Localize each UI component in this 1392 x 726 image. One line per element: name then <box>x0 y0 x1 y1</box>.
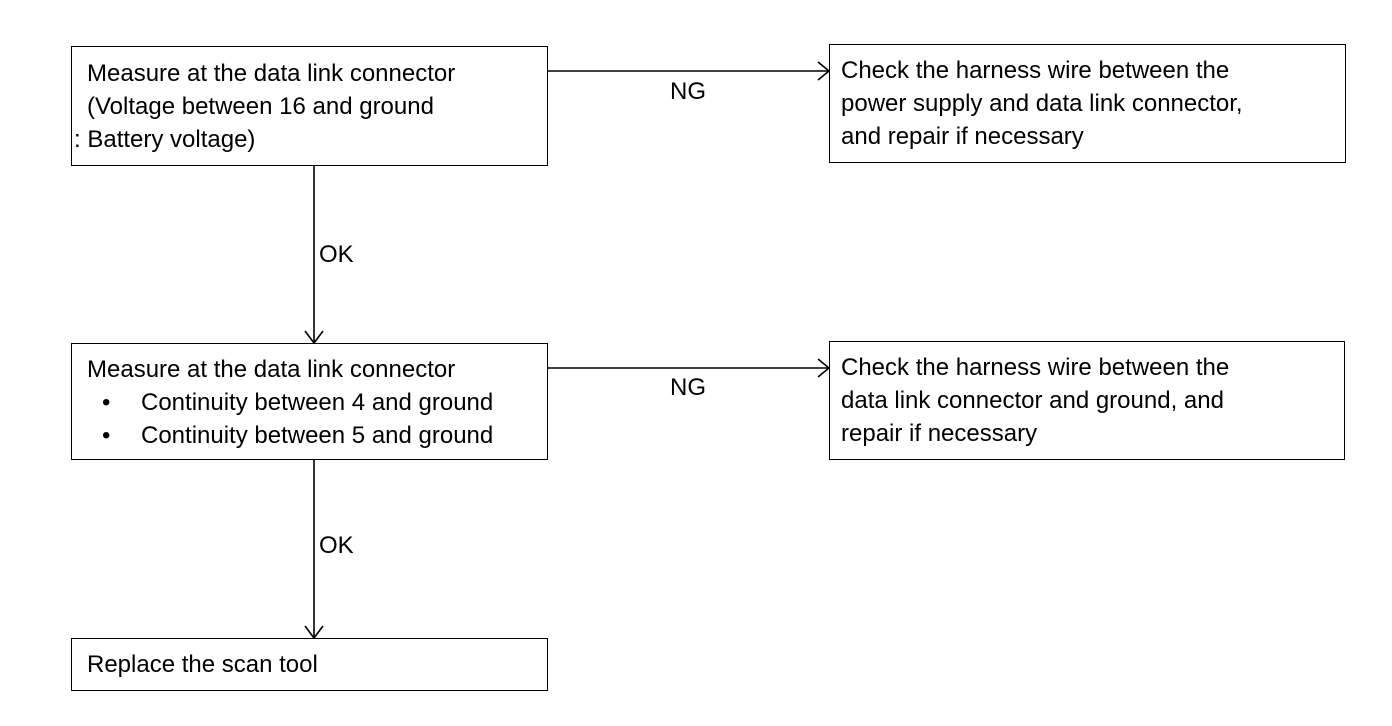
bullet-text: Continuity between 5 and ground <box>141 422 494 449</box>
node-text-line: Measure at the data link connector <box>87 60 456 87</box>
node-text-line: repair if necessary <box>841 420 1038 447</box>
node-text-line: Check the harness wire between the <box>841 57 1230 84</box>
edge-label-voltage-ok: OK <box>319 241 354 268</box>
node-text-line: Check the harness wire between the <box>841 354 1230 381</box>
node-check-power-harness: Check the harness wire between the power… <box>829 44 1346 163</box>
bullet-item: • Continuity between 4 and ground <box>87 386 547 419</box>
edge-label-continuity-ng: NG <box>670 374 706 401</box>
edge-label-continuity-ok: OK <box>319 532 354 559</box>
node-text-line: and repair if necessary <box>841 123 1084 150</box>
edge-label-voltage-ng: NG <box>670 78 706 105</box>
node-check-ground-harness: Check the harness wire between the data … <box>829 341 1345 460</box>
bullet-icon: • <box>102 422 111 449</box>
node-replace-scan-tool: Replace the scan tool <box>71 638 548 691</box>
node-text-line: : Battery voltage) <box>74 126 256 153</box>
node-measure-continuity: Measure at the data link connector • Con… <box>71 343 548 460</box>
bullet-text: Continuity between 4 and ground <box>141 389 494 416</box>
node-heading: Measure at the data link connector <box>87 356 456 383</box>
node-text-line: power supply and data link connector, <box>841 90 1243 117</box>
node-measure-voltage: Measure at the data link connector (Volt… <box>71 46 548 166</box>
bullet-item: • Continuity between 5 and ground <box>87 419 547 452</box>
node-text-line: Replace the scan tool <box>87 651 318 678</box>
bullet-icon: • <box>102 389 111 416</box>
node-text-line: (Voltage between 16 and ground <box>87 93 434 120</box>
node-text-line: data link connector and ground, and <box>841 387 1224 414</box>
